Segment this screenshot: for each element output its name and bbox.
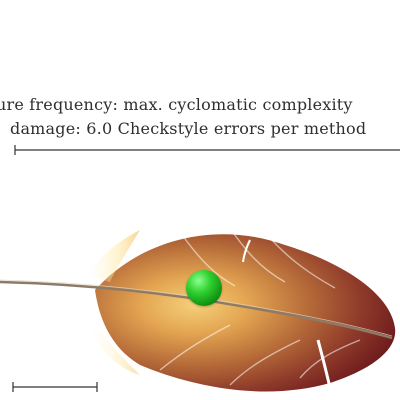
caption-damage: damage: 6.0 Checkstyle errors per method (10, 119, 367, 138)
green-sphere-marker[interactable] (186, 270, 222, 306)
feather-icon (0, 227, 396, 392)
bottom-scale-bar (12, 382, 98, 392)
caption-frequency: ure frequency: max. cyclomatic complexit… (0, 95, 353, 114)
top-scale-bar (14, 145, 400, 155)
